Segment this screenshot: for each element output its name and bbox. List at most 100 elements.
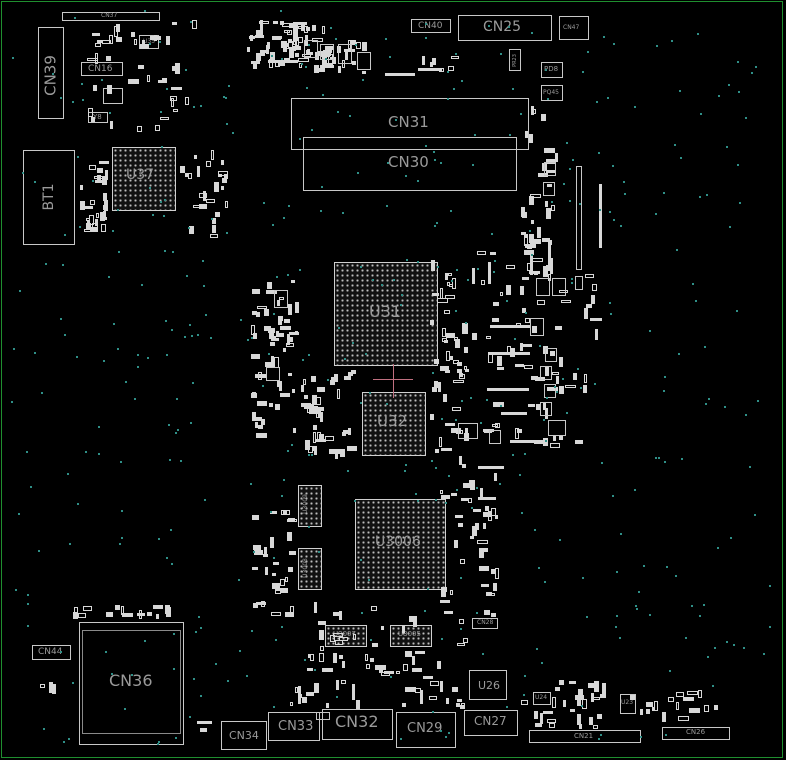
smd-pad: [264, 326, 271, 331]
via: [205, 314, 207, 316]
trace-segment: [590, 318, 602, 321]
via: [636, 608, 638, 610]
component-outline[interactable]: [548, 420, 566, 436]
connector-cn37[interactable]: [62, 12, 160, 21]
via: [569, 200, 571, 202]
connector-cn47[interactable]: [559, 16, 589, 40]
chip-u3009[interactable]: [298, 485, 322, 527]
chip-u37[interactable]: [112, 147, 176, 211]
via: [539, 345, 541, 347]
connector-cn32[interactable]: [322, 709, 393, 740]
connector-cn16[interactable]: [81, 62, 123, 76]
via: [362, 79, 364, 81]
smd-pad: [522, 277, 529, 280]
trace-segment: [478, 497, 496, 500]
connector-cn25[interactable]: [458, 15, 552, 41]
smd-pad: [319, 434, 324, 440]
component-outline[interactable]: [357, 52, 371, 70]
component-outline[interactable]: [316, 712, 330, 720]
component-outline[interactable]: [489, 430, 501, 444]
smd-pad: [435, 449, 439, 453]
component-outline[interactable]: [575, 276, 583, 290]
smd-pad: [302, 697, 307, 703]
smd-pad: [553, 435, 556, 441]
via: [624, 193, 626, 195]
via: [210, 337, 212, 339]
via: [157, 743, 159, 745]
component-outline[interactable]: [320, 44, 334, 60]
chip-u31[interactable]: [334, 262, 438, 366]
connector-cn28[interactable]: [472, 618, 498, 629]
component-outline[interactable]: [536, 278, 550, 296]
via: [769, 626, 771, 628]
connector-cn26[interactable]: [662, 727, 730, 740]
via: [168, 424, 170, 426]
resistor-pr23[interactable]: [509, 49, 521, 71]
chip-u3005[interactable]: [390, 625, 432, 647]
smd-pad: [49, 682, 53, 693]
connector-cn29[interactable]: [396, 712, 456, 748]
component-outline[interactable]: [338, 44, 352, 64]
connector-cn33[interactable]: [268, 712, 320, 741]
via: [15, 589, 17, 591]
chip-u26[interactable]: [469, 670, 507, 700]
component-outline[interactable]: [266, 367, 280, 381]
crystal-y8[interactable]: [88, 112, 108, 123]
smd-pad: [551, 205, 555, 211]
chip-u24[interactable]: [533, 692, 551, 705]
via: [477, 268, 479, 270]
smd-pad: [287, 30, 292, 35]
connector-cn36[interactable]: [79, 622, 184, 745]
component-small-top-left[interactable]: [103, 88, 123, 104]
component-outline[interactable]: [552, 278, 566, 296]
slot-cn31[interactable]: [291, 98, 529, 150]
component-outline[interactable]: [543, 182, 555, 196]
component-outline[interactable]: [530, 318, 544, 336]
via: [354, 500, 356, 502]
connector-cn40[interactable]: [411, 19, 451, 33]
chip-u3008[interactable]: [298, 548, 322, 590]
connector-cn27[interactable]: [464, 710, 518, 736]
slot-cn30[interactable]: [303, 137, 517, 191]
smd-pad: [577, 714, 581, 725]
chip-u3006[interactable]: [355, 499, 446, 590]
via: [335, 38, 337, 40]
chip-u23[interactable]: [620, 694, 636, 714]
component-u35[interactable]: [139, 35, 159, 49]
smd-pad: [550, 351, 555, 356]
component-outline[interactable]: [540, 402, 552, 416]
smd-pad: [86, 223, 91, 229]
pad-right-bar: [599, 184, 602, 248]
connector-right-strip[interactable]: [576, 166, 582, 270]
smd-pad: [180, 166, 185, 173]
connector-cn34[interactable]: [221, 721, 267, 750]
trace-segment: [488, 262, 491, 284]
battery-bt1[interactable]: [23, 150, 75, 245]
smd-pad: [592, 697, 600, 700]
smd-pad: [630, 695, 635, 700]
component-outline[interactable]: [544, 162, 556, 176]
component-outline[interactable]: [544, 384, 556, 398]
connector-cn21[interactable]: [529, 730, 641, 743]
component-outline[interactable]: [274, 290, 288, 308]
via: [360, 559, 362, 561]
component-outline[interactable]: [545, 348, 557, 362]
smd-pad: [154, 35, 157, 41]
chip-u32[interactable]: [362, 392, 426, 456]
via: [314, 669, 316, 671]
smd-pad: [156, 614, 159, 619]
smd-pad: [311, 376, 316, 382]
smd-pad: [286, 45, 289, 49]
via: [43, 728, 45, 730]
component-pq45[interactable]: [541, 85, 563, 101]
via: [649, 330, 651, 332]
smd-pad: [529, 234, 534, 243]
component-outline[interactable]: [304, 40, 318, 58]
component-pd8[interactable]: [541, 62, 563, 78]
trace-segment: [501, 412, 527, 415]
component-outline[interactable]: [458, 423, 478, 439]
smd-pad: [579, 724, 582, 729]
component-outline[interactable]: [540, 366, 552, 380]
connector-cn39[interactable]: [38, 27, 64, 119]
connector-cn44[interactable]: [32, 645, 71, 660]
